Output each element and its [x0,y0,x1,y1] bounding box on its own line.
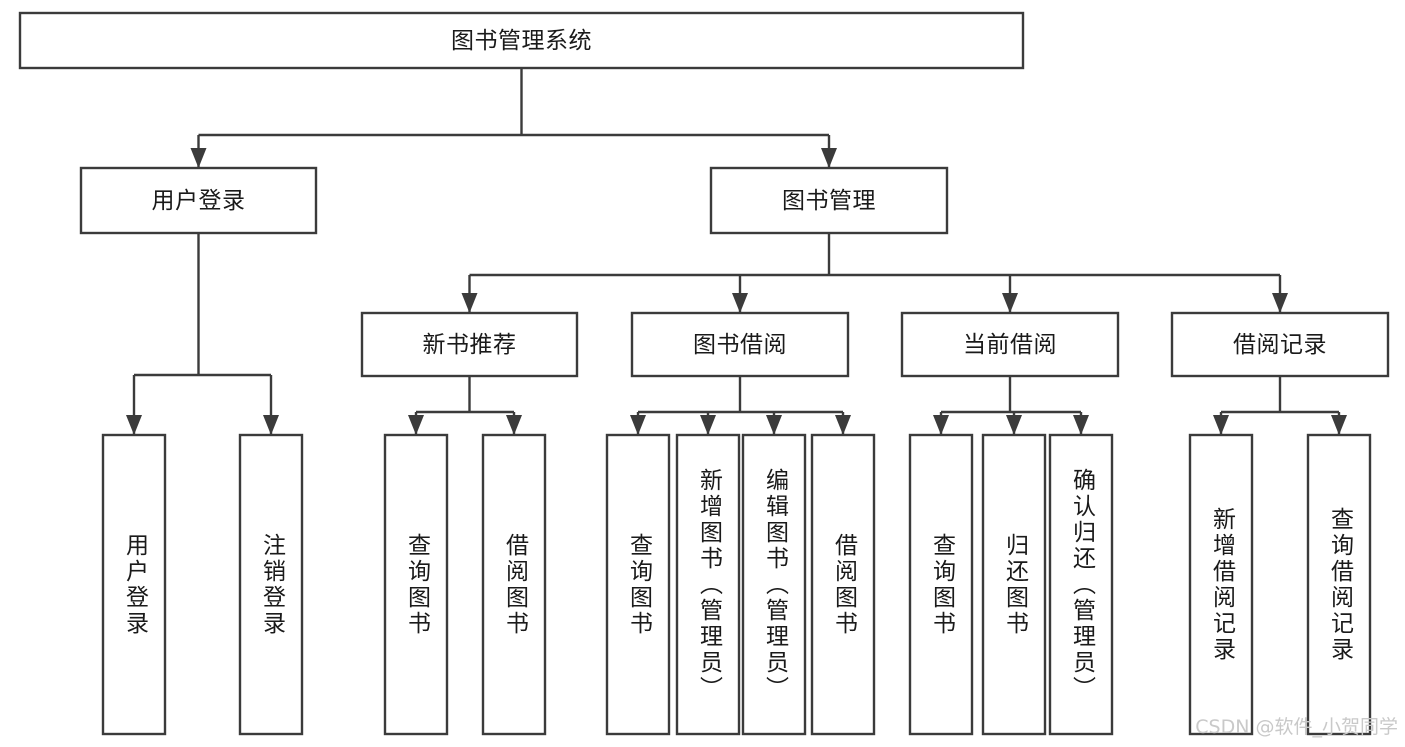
arrow-head-icon [461,293,478,313]
node-box-leaf-confirm-return[interactable] [1048,433,1114,736]
node-box-leaf-query-book-bb[interactable] [605,433,671,736]
node-boxes [18,11,1390,736]
arrow-head-icon [700,415,716,435]
node-label-current-borrow: 当前借阅 [963,332,1057,358]
arrow-head-icon [126,415,142,435]
node-box-leaf-query-record[interactable] [1306,433,1372,736]
node-label-new-book-rec: 新书推荐 [423,332,517,358]
arrow-head-icon [263,415,279,435]
node-label-book-borrow: 图书借阅 [693,332,787,358]
arrow-head-icon [1006,415,1022,435]
node-box-root[interactable] [18,11,1025,70]
node-box-book-manage[interactable] [709,166,949,235]
arrow-head-icon [1331,415,1347,435]
node-label-user-login: 用户登录 [152,188,246,214]
arrow-head-icon [1073,415,1089,435]
arrow-head-icon [190,148,207,168]
node-label-book-manage: 图书管理 [782,188,876,214]
arrow-head-icon [1272,293,1288,313]
node-box-borrow-record[interactable] [1170,311,1390,378]
node-box-user-login[interactable] [79,166,318,235]
arrow-head-icon [821,148,837,168]
node-box-leaf-return-book[interactable] [981,433,1047,736]
node-label-root: 图书管理系统 [451,28,592,54]
arrow-head-icon [835,415,851,435]
arrow-head-icon [506,415,522,435]
arrow-head-icon [732,293,748,313]
node-box-leaf-add-book[interactable] [675,433,741,736]
arrow-head-icon [408,415,424,435]
node-box-leaf-query-book-rec[interactable] [383,433,449,736]
node-box-book-borrow[interactable] [630,311,850,378]
node-box-leaf-query-book-cb[interactable] [908,433,974,736]
arrow-head-icon [766,415,782,435]
arrow-head-icon [630,415,646,435]
node-box-current-borrow[interactable] [900,311,1120,378]
node-box-leaf-borrow-book-rec[interactable] [481,433,547,736]
node-box-leaf-edit-book[interactable] [741,433,807,736]
node-box-leaf-logout-login[interactable] [238,433,304,736]
node-box-leaf-borrow-book-bb[interactable] [810,433,876,736]
connector-lines [126,68,1347,435]
node-box-new-book-rec[interactable] [360,311,579,378]
node-box-leaf-add-record[interactable] [1188,433,1254,736]
node-box-leaf-user-login[interactable] [101,433,167,736]
arrow-head-icon [1002,293,1018,313]
arrow-head-icon [933,415,949,435]
arrow-head-icon [1213,415,1229,435]
csdn-watermark: CSDN @软件_小贺同学 [1195,716,1398,738]
node-label-borrow-record: 借阅记录 [1233,332,1327,358]
